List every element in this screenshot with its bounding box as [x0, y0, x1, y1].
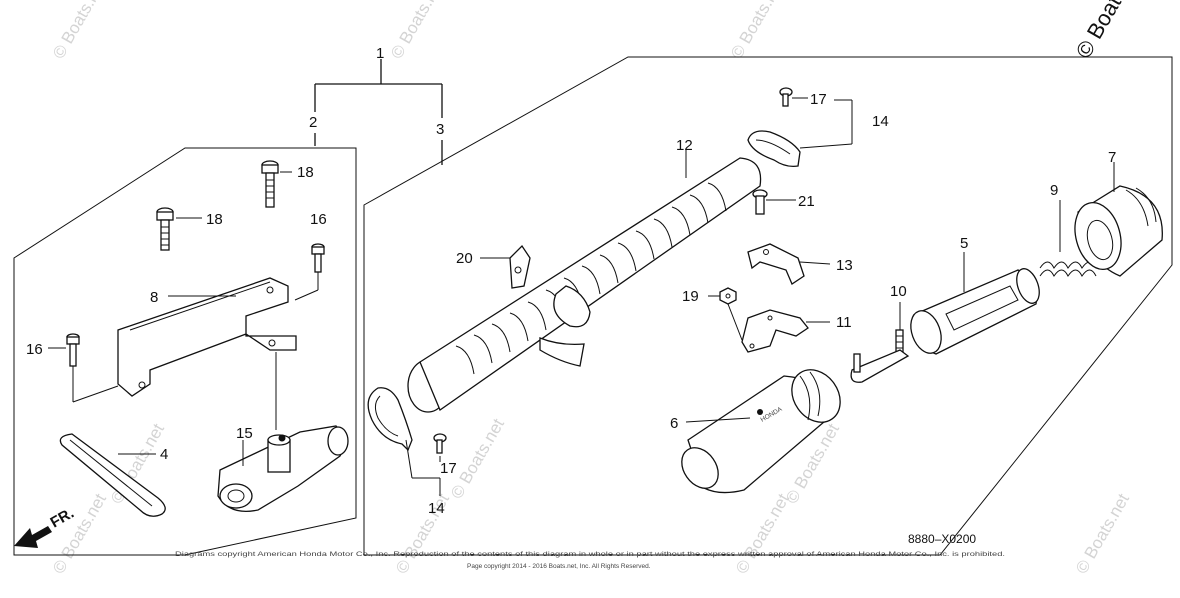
callout-2: 2 — [309, 114, 317, 131]
callouts: 1 2 3 18 18 16 8 16 4 15 12 17 14 7 9 21… — [26, 45, 1116, 517]
part-20-clip — [509, 244, 531, 289]
screw-17-upper — [779, 87, 793, 107]
nut-19 — [719, 287, 737, 305]
callout-10: 10 — [890, 283, 907, 300]
watermark-text: © Boats.net — [1072, 490, 1133, 577]
part-13-bracket — [747, 243, 805, 285]
callout-4: 4 — [160, 446, 168, 463]
watermark-text: © Boats.net — [387, 0, 448, 62]
callout-14-lower: 14 — [428, 500, 445, 517]
callout-6: 6 — [670, 415, 678, 432]
part-8-bracket — [117, 277, 297, 397]
part-9-spring — [1039, 200, 1097, 277]
leader-lines — [48, 97, 965, 496]
part-11-bracket — [727, 303, 809, 353]
callout-12: 12 — [676, 137, 693, 154]
watermark-text: © Boats.net — [49, 490, 110, 577]
callout-18-mid: 18 — [206, 211, 223, 228]
footer-line-2: Page copyright 2014 - 2016 Boats.net, In… — [467, 563, 651, 570]
bolt-18-top — [261, 160, 279, 208]
footer-line-1: Diagrams copyright American Honda Motor … — [175, 551, 1005, 558]
callout-9: 9 — [1050, 182, 1058, 199]
callout-5: 5 — [960, 235, 968, 252]
bolt-18-mid — [156, 207, 174, 251]
callout-16-right: 16 — [310, 211, 327, 228]
left-panel-frame — [13, 147, 357, 556]
bolt-21 — [752, 189, 768, 215]
part-7-end-cap — [1074, 162, 1163, 277]
part-5-filter — [910, 268, 1040, 355]
assembly-brackets — [314, 59, 443, 165]
part-3-corrugated-hose — [407, 157, 762, 413]
leader-lines-left — [72, 272, 319, 430]
callout-7: 7 — [1108, 149, 1116, 166]
callout-16-left: 16 — [26, 341, 43, 358]
part-4-tube — [59, 433, 166, 517]
callout-1: 1 — [376, 45, 384, 62]
screw-17-lower — [433, 433, 447, 454]
callout-19: 19 — [682, 288, 699, 305]
callout-11: 11 — [836, 314, 852, 331]
callout-17-upper: 17 — [810, 91, 827, 108]
watermark-text: © Boats.net — [447, 415, 508, 502]
part-14-clamp-upper — [747, 99, 853, 168]
watermark-text: © Boats.net — [732, 490, 793, 577]
watermark-text: © Boats.net — [49, 0, 110, 62]
callout-3: 3 — [436, 121, 444, 138]
callout-15: 15 — [236, 425, 253, 442]
callout-14-upper: 14 — [872, 113, 889, 130]
bolt-16-left — [66, 333, 80, 367]
part-6-muffler-body: HONDA — [681, 369, 841, 494]
right-panel-frame — [363, 56, 1173, 556]
part-10-bolt — [850, 302, 910, 383]
callout-13: 13 — [836, 257, 853, 274]
part-14-clamp-lower — [367, 387, 440, 479]
bolt-16-right — [311, 243, 325, 273]
copyright-mark: © Boats.net — [1071, 0, 1150, 62]
callout-20: 20 — [456, 250, 473, 267]
callout-8: 8 — [150, 289, 158, 306]
diagram-code: 8880–X0200 — [908, 532, 976, 546]
callout-18-top: 18 — [297, 164, 314, 181]
callout-21: 21 — [798, 193, 815, 210]
part-15-elbow — [217, 425, 349, 513]
callout-17-lower: 17 — [440, 460, 457, 477]
front-arrow-icon — [14, 526, 52, 548]
watermark-text: © Boats.net — [727, 0, 788, 62]
panel-frames — [13, 56, 1173, 556]
